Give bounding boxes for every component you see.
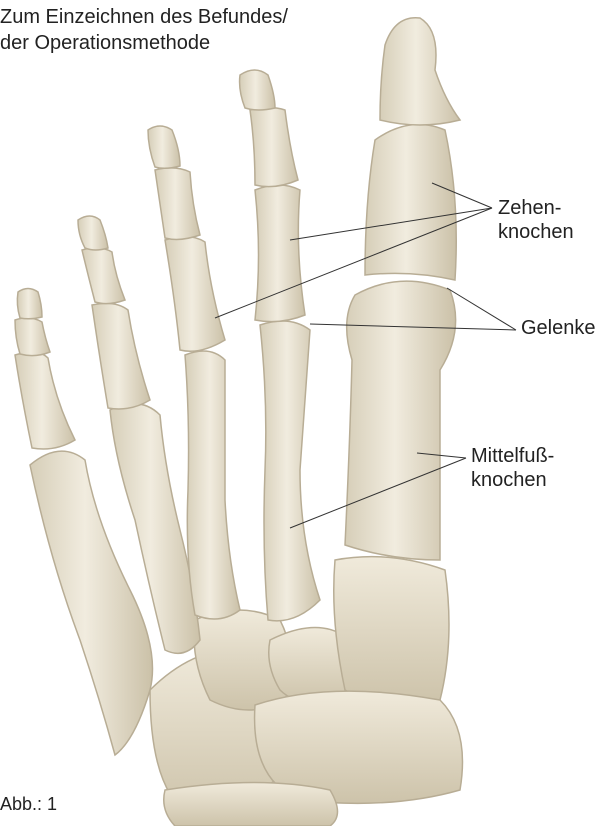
label-mittelfussknochen-line-2: knochen — [471, 468, 554, 492]
label-mittelfussknochen-line-1: Mittelfuß- — [471, 444, 554, 468]
label-gelenke: Gelenke — [521, 316, 596, 340]
figure-label: Abb.: 1 — [0, 794, 57, 815]
label-zehenknochen-line-1: Zehen- — [498, 196, 574, 220]
label-zehenknochen: Zehen- knochen — [498, 196, 574, 244]
leader-line-gelenke-1 — [447, 288, 516, 330]
label-zehenknochen-line-2: knochen — [498, 220, 574, 244]
label-mittelfussknochen: Mittelfuß- knochen — [471, 444, 554, 492]
